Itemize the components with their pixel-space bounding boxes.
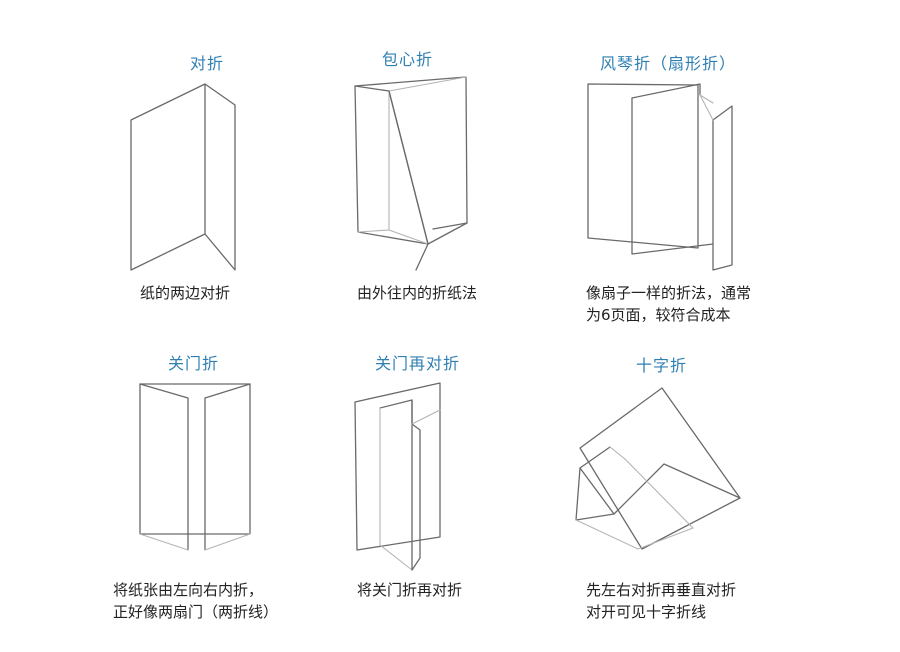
panel-desc-double-gate-fold: 将关门折再对折	[357, 579, 462, 601]
cross-fold-front-sheet	[575, 446, 741, 550]
gate-fold-left-door	[139, 383, 189, 551]
accordion-fold-panel-3	[699, 94, 733, 271]
half-fold-right-panel	[204, 83, 236, 271]
panel-title-accordion-fold: 风琴折（扇形折）	[600, 54, 737, 73]
panel-title-double-gate-fold: 关门再对折	[375, 354, 461, 373]
desc-line: 正好像两扇门（两折线）	[113, 603, 279, 621]
desc-line: 像扇子一样的折法，通常	[586, 284, 752, 302]
double-gate-fold-front	[379, 399, 441, 571]
panel-title-cross-fold: 十字折	[636, 356, 688, 375]
half-fold-left-panel	[130, 83, 206, 271]
gate-fold-outline	[139, 383, 251, 535]
accordion-fold-panel-2	[631, 83, 714, 255]
panel-desc-accordion-fold: 像扇子一样的折法，通常 为6页面，较符合成本	[586, 282, 751, 326]
desc-line: 为6页面，较符合成本	[586, 306, 731, 324]
roll-fold-inner-panel	[354, 76, 468, 271]
panel-desc-half-fold: 纸的两边对折	[140, 282, 230, 304]
accordion-fold-panel-1	[587, 83, 699, 249]
desc-line: 先左右对折再垂直对折	[586, 581, 737, 599]
roll-fold-outer-panel	[354, 85, 429, 245]
desc-line: 由外往内的折纸法	[357, 284, 478, 302]
panel-title-gate-fold: 关门折	[168, 354, 220, 373]
desc-line: 纸的两边对折	[140, 284, 231, 302]
gate-fold-right-door	[204, 383, 251, 551]
panel-title-half-fold: 对折	[190, 54, 225, 73]
desc-line: 将纸张由左向右内折，	[113, 581, 264, 599]
desc-line: 将关门折再对折	[357, 581, 463, 599]
panel-desc-roll-fold: 由外往内的折纸法	[357, 282, 477, 304]
desc-line: 对开可见十字折线	[586, 603, 707, 621]
panel-desc-gate-fold: 将纸张由左向右内折， 正好像两扇门（两折线）	[113, 579, 278, 623]
double-gate-fold-back	[354, 382, 441, 551]
panel-desc-cross-fold: 先左右对折再垂直对折 对开可见十字折线	[586, 579, 736, 623]
panel-title-roll-fold: 包心折	[382, 50, 434, 69]
